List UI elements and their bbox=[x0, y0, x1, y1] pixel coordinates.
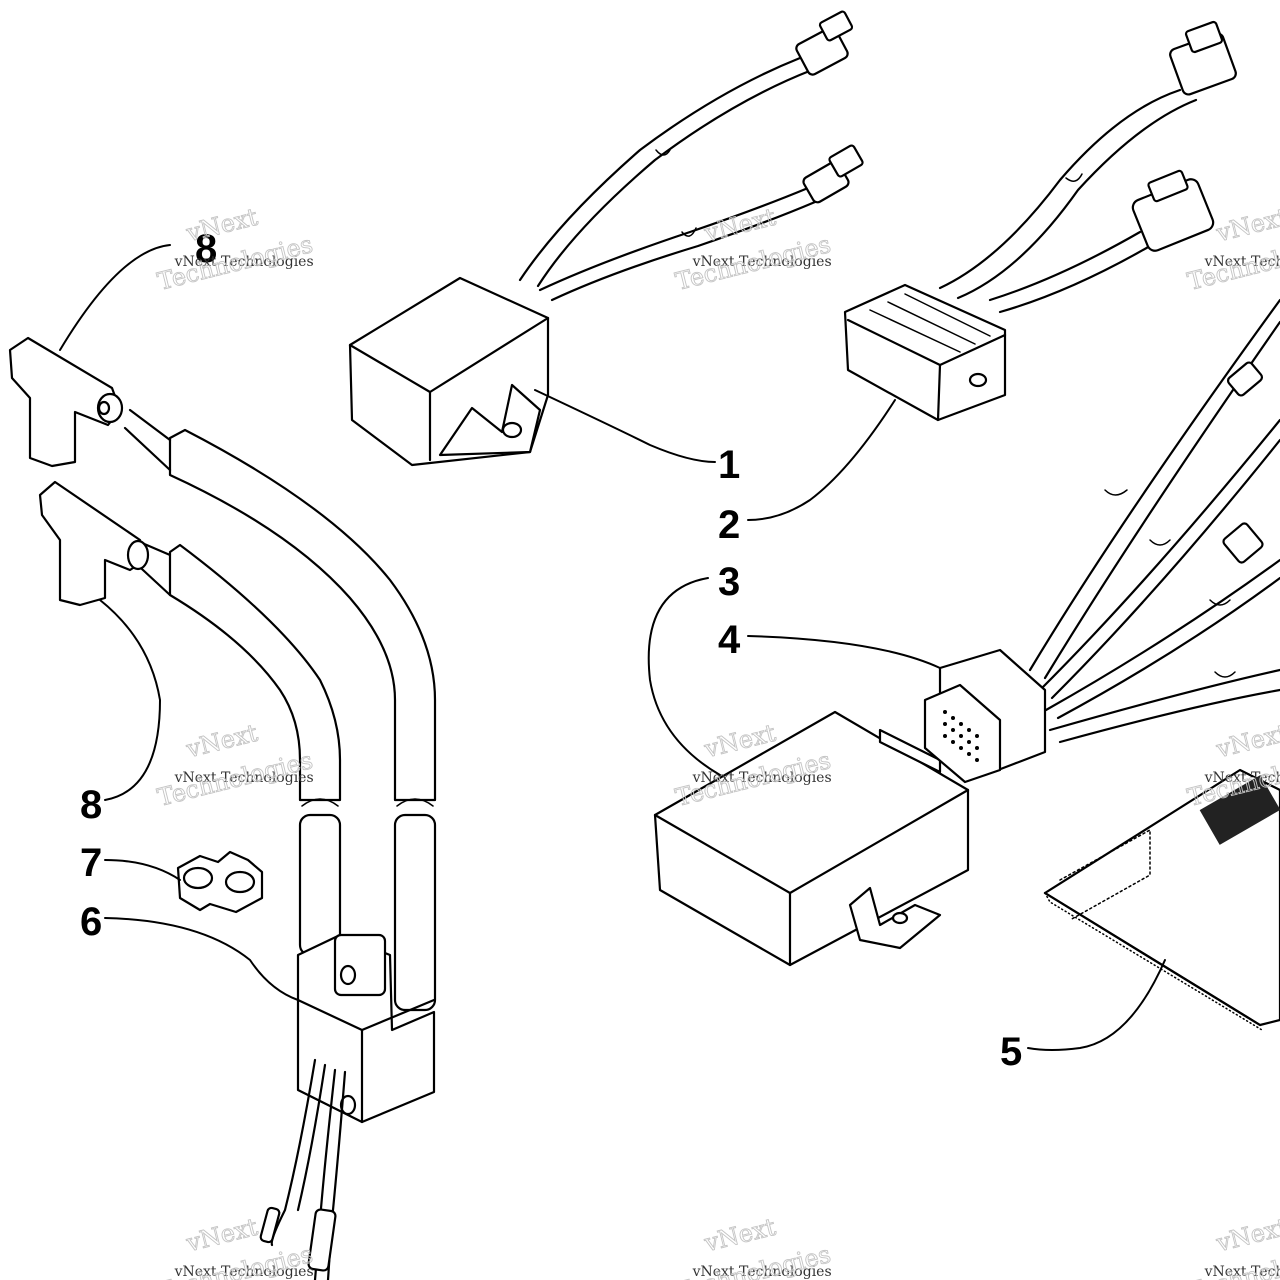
watermark: vNext vNext Technologies Technologies bbox=[1184, 1212, 1280, 1280]
callout-5: 5 bbox=[1000, 1030, 1022, 1074]
callouts: 1 2 3 4 5 6 7 8 8 bbox=[80, 227, 1022, 1074]
part-4-harness-connector bbox=[923, 298, 1280, 784]
part-8-spark-plug-cap-lower bbox=[38, 480, 150, 607]
watermark: vNext vNext Technologies Technologies bbox=[154, 1212, 316, 1280]
svg-text:vNext Technologies: vNext Technologies bbox=[1204, 254, 1280, 270]
watermark: vNext vNext Technologies Technologies bbox=[672, 1212, 834, 1280]
svg-text:vNext Technologies: vNext Technologies bbox=[174, 770, 314, 786]
callout-7: 7 bbox=[80, 841, 102, 885]
callout-6: 6 bbox=[80, 900, 102, 944]
leader-lines bbox=[59, 244, 1166, 1051]
svg-text:vNext: vNext bbox=[701, 1213, 779, 1258]
callout-3: 3 bbox=[718, 560, 740, 604]
svg-text:vNext Technologies: vNext Technologies bbox=[692, 770, 832, 786]
part-5-circuit-board bbox=[1043, 768, 1280, 1031]
part-3-control-module bbox=[653, 710, 970, 967]
watermark: vNext vNext Technologies Technologies bbox=[154, 718, 316, 812]
svg-text:vNext: vNext bbox=[1213, 719, 1280, 764]
svg-text:Technologies: Technologies bbox=[155, 746, 316, 812]
part-2-regulator-rectifier bbox=[843, 20, 1237, 422]
part-8-spark-plug-cap-upper bbox=[8, 336, 124, 468]
svg-text:Technologies: Technologies bbox=[155, 230, 316, 296]
callout-8-lower: 8 bbox=[80, 783, 102, 827]
svg-text:vNext Technologies: vNext Technologies bbox=[174, 254, 314, 270]
svg-text:vNext Technologies: vNext Technologies bbox=[1204, 770, 1280, 786]
callout-8-upper: 8 bbox=[195, 227, 217, 271]
part-7-wire-clip bbox=[176, 850, 264, 914]
part-1-cdi-box bbox=[348, 10, 864, 467]
svg-text:vNext: vNext bbox=[183, 719, 261, 764]
svg-text:vNext: vNext bbox=[1213, 203, 1280, 248]
part-6-ignition-coil bbox=[123, 408, 437, 1280]
svg-text:vNext: vNext bbox=[1213, 1213, 1280, 1258]
svg-text:vNext: vNext bbox=[183, 1213, 261, 1258]
callout-4: 4 bbox=[718, 618, 741, 662]
svg-text:vNext Technologies: vNext Technologies bbox=[692, 254, 832, 270]
svg-text:vNext: vNext bbox=[701, 203, 779, 248]
callout-1: 1 bbox=[718, 443, 740, 487]
callout-2: 2 bbox=[718, 503, 740, 547]
watermark: vNext vNext Technologies Technologies bbox=[154, 202, 316, 296]
svg-text:vNext Technologies: vNext Technologies bbox=[174, 1264, 314, 1280]
svg-text:vNext: vNext bbox=[183, 203, 261, 248]
svg-text:vNext Technologies: vNext Technologies bbox=[1204, 1264, 1280, 1280]
svg-text:Technologies: Technologies bbox=[673, 230, 834, 296]
svg-text:vNext Technologies: vNext Technologies bbox=[692, 1264, 832, 1280]
